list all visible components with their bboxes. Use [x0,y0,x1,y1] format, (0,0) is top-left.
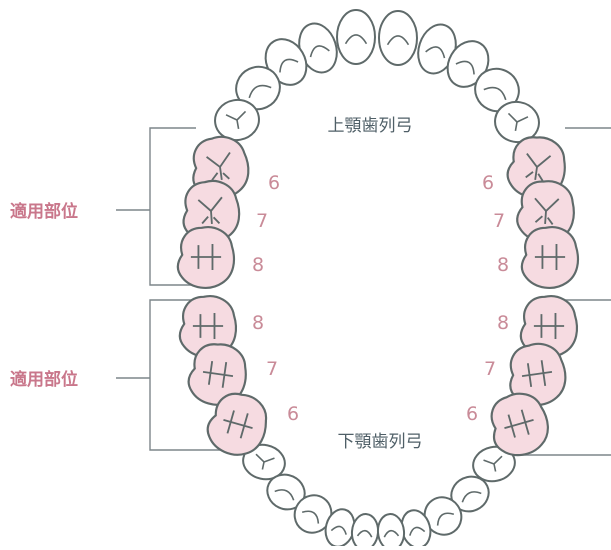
upper-molar-left-6 [186,132,254,203]
upper-molar-left-8 [176,226,236,289]
upper-molar-right-8 [520,226,580,289]
tooth-number-upper-left-6: 6 [268,172,280,194]
tooth-number-lower-left-6: 6 [287,403,299,425]
brackets [116,127,611,456]
upper-molar-right-7 [514,178,578,245]
lower-premolar-l2 [472,445,516,483]
lower-incisor-l1 [376,513,406,550]
tooth-number-upper-right-8: 8 [497,254,509,276]
lower-molar-right-7 [503,339,571,410]
lower-right-bracket [520,299,611,456]
tooth-number-upper-right-7: 7 [493,210,505,232]
upper-molar-left-7 [179,178,243,245]
upper-molar-right-6 [503,132,570,203]
lower-applicable-area-label: 適用部位 [10,369,78,390]
tooth-numbers: 6 7 8 6 7 8 8 7 6 8 7 6 [252,172,509,425]
lower-molar-left-6 [201,386,275,463]
upper-premolar-r2 [214,98,260,142]
upper-incisor-l1 [378,10,418,66]
lower-molar-left-8 [178,295,238,358]
tooth-number-lower-left-7: 7 [266,358,278,380]
lower-molar-right-8 [519,295,579,358]
tooth-number-lower-right-7: 7 [484,358,496,380]
upper-premolar-l2 [494,100,540,144]
tooth-number-upper-right-6: 6 [482,172,494,194]
tooth-number-lower-right-8: 8 [497,312,509,334]
upper-arch-label: 上顎歯列弓 [328,116,413,136]
lower-left-bracket [116,299,236,451]
upper-left-bracket [116,127,196,286]
upper-premolar-r1 [235,65,281,111]
upper-premolar-l1 [474,67,520,113]
tooth-number-lower-left-8: 8 [252,312,264,334]
lower-premolar-r1 [266,473,306,511]
upper-applicable-area-label: 適用部位 [10,201,78,222]
lower-premolar-r2 [242,443,286,481]
lower-incisor-r1 [350,513,380,550]
upper-incisor-r1 [336,9,376,65]
lower-molar-right-6 [482,386,556,463]
tooth-number-upper-left-8: 8 [252,254,264,276]
tooth-number-lower-right-6: 6 [466,403,478,425]
tooth-number-upper-left-7: 7 [256,210,268,232]
lower-arch-label: 下顎歯列弓 [338,432,423,452]
teeth [176,9,580,550]
lower-molar-left-7 [184,339,251,410]
